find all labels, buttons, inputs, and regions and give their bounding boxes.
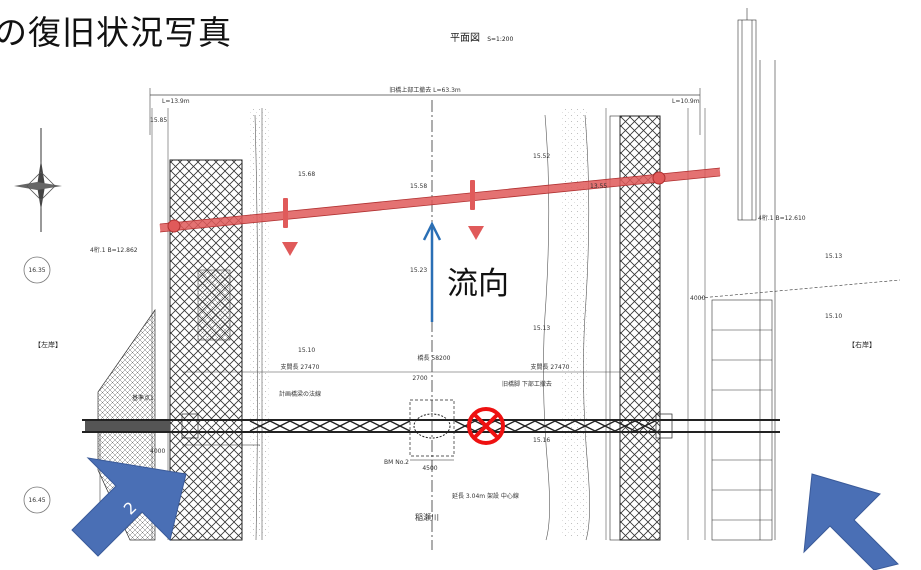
- boundary-lines: [151, 108, 706, 541]
- existing-alignment: 計画橋梁の法線: [279, 390, 321, 398]
- right-abutment-length: L=10.9m: [672, 98, 700, 105]
- svg-text:15.13: 15.13: [533, 325, 550, 332]
- center-pier-label: 旧橋脚 下部工撤去: [502, 380, 552, 388]
- right-dim: 4000: [690, 295, 705, 302]
- benchmark-circle-label: 16.35: [28, 267, 45, 274]
- north-arrow-icon: [14, 128, 62, 232]
- plan-title: 平面図 S=1:200: [450, 29, 513, 44]
- top-dimension-line: 旧橋上部工撤去 L=63.3m L=13.9m L=10.9m: [149, 86, 701, 135]
- svg-text:15.85: 15.85: [150, 117, 167, 124]
- span-right: 支間長 27470: [531, 363, 570, 371]
- svg-text:13.55: 13.55: [590, 183, 607, 190]
- svg-text:15.23: 15.23: [410, 267, 427, 274]
- camera-arrow-1-icon: 1: [803, 473, 899, 570]
- mid-dim: 4500: [422, 465, 437, 472]
- bridge-dimension-line: 支間長 27470 橋長 58200 支間長 27470 2700 計画橋梁の法…: [132, 354, 660, 402]
- right-vertical-structure: [699, 8, 901, 541]
- svg-text:15.10: 15.10: [298, 347, 315, 354]
- left-abutment-length: L=13.9m: [162, 98, 190, 105]
- bridge-length: 橋長 58200: [418, 354, 451, 362]
- pipe-marker-triangle: [468, 226, 484, 240]
- removed-symbol-icon: [467, 407, 505, 445]
- benchmark-circle-label: 16.45: [28, 497, 45, 504]
- riverbank-area: [560, 108, 588, 538]
- pipe-marker-triangle: [282, 242, 298, 256]
- riverbank-area: [248, 108, 270, 538]
- svg-text:15.58: 15.58: [410, 183, 427, 190]
- dim-2700: 2700: [412, 375, 427, 382]
- red-pipeline: [159, 167, 721, 256]
- route-note: 延長 3.04m 架設 中心線: [452, 492, 519, 500]
- upstream-left-label: 4桁.1 B=12.862: [90, 246, 138, 254]
- river-name: 稲瀬川: [415, 512, 439, 522]
- spot-elevations: 15.85 15.68 15.58 15.52 13.55 15.23 15.1…: [150, 117, 842, 444]
- svg-text:15.52: 15.52: [533, 153, 550, 160]
- page-title: の復旧状況写真: [0, 13, 232, 52]
- flow-direction-label: 流向: [447, 266, 509, 302]
- camera-arrow-2-icon: 2: [71, 457, 187, 557]
- svg-text:15.68: 15.68: [298, 171, 315, 178]
- benchmark-circle: 16.35: [23, 256, 51, 284]
- flow-arrow-icon: [422, 221, 442, 322]
- benchmark-circle: 16.45: [23, 486, 51, 514]
- bench-label: BM No.2: [384, 459, 409, 466]
- upstream-right-label: 4桁.1 B=12.610: [758, 214, 806, 222]
- svg-text:15.16: 15.16: [533, 437, 550, 444]
- svg-text:15.13: 15.13: [825, 253, 842, 260]
- right-bank-label: 【右岸】: [848, 340, 876, 349]
- old-bridge-truss: [82, 399, 780, 461]
- span-left: 支間長 27470: [281, 363, 320, 371]
- svg-text:15.10: 15.10: [825, 313, 842, 320]
- right-abutment-hatch: [609, 115, 661, 541]
- gage-label: 基準点1: [132, 394, 154, 402]
- plan-scale: S=1:200: [487, 36, 514, 43]
- left-dim: 4000: [150, 448, 165, 455]
- plan-title-text: 平面図: [450, 33, 480, 44]
- left-bank-label: 【左岸】: [34, 340, 62, 349]
- top-dimension-label: 旧橋上部工撤去 L=63.3m: [389, 86, 461, 94]
